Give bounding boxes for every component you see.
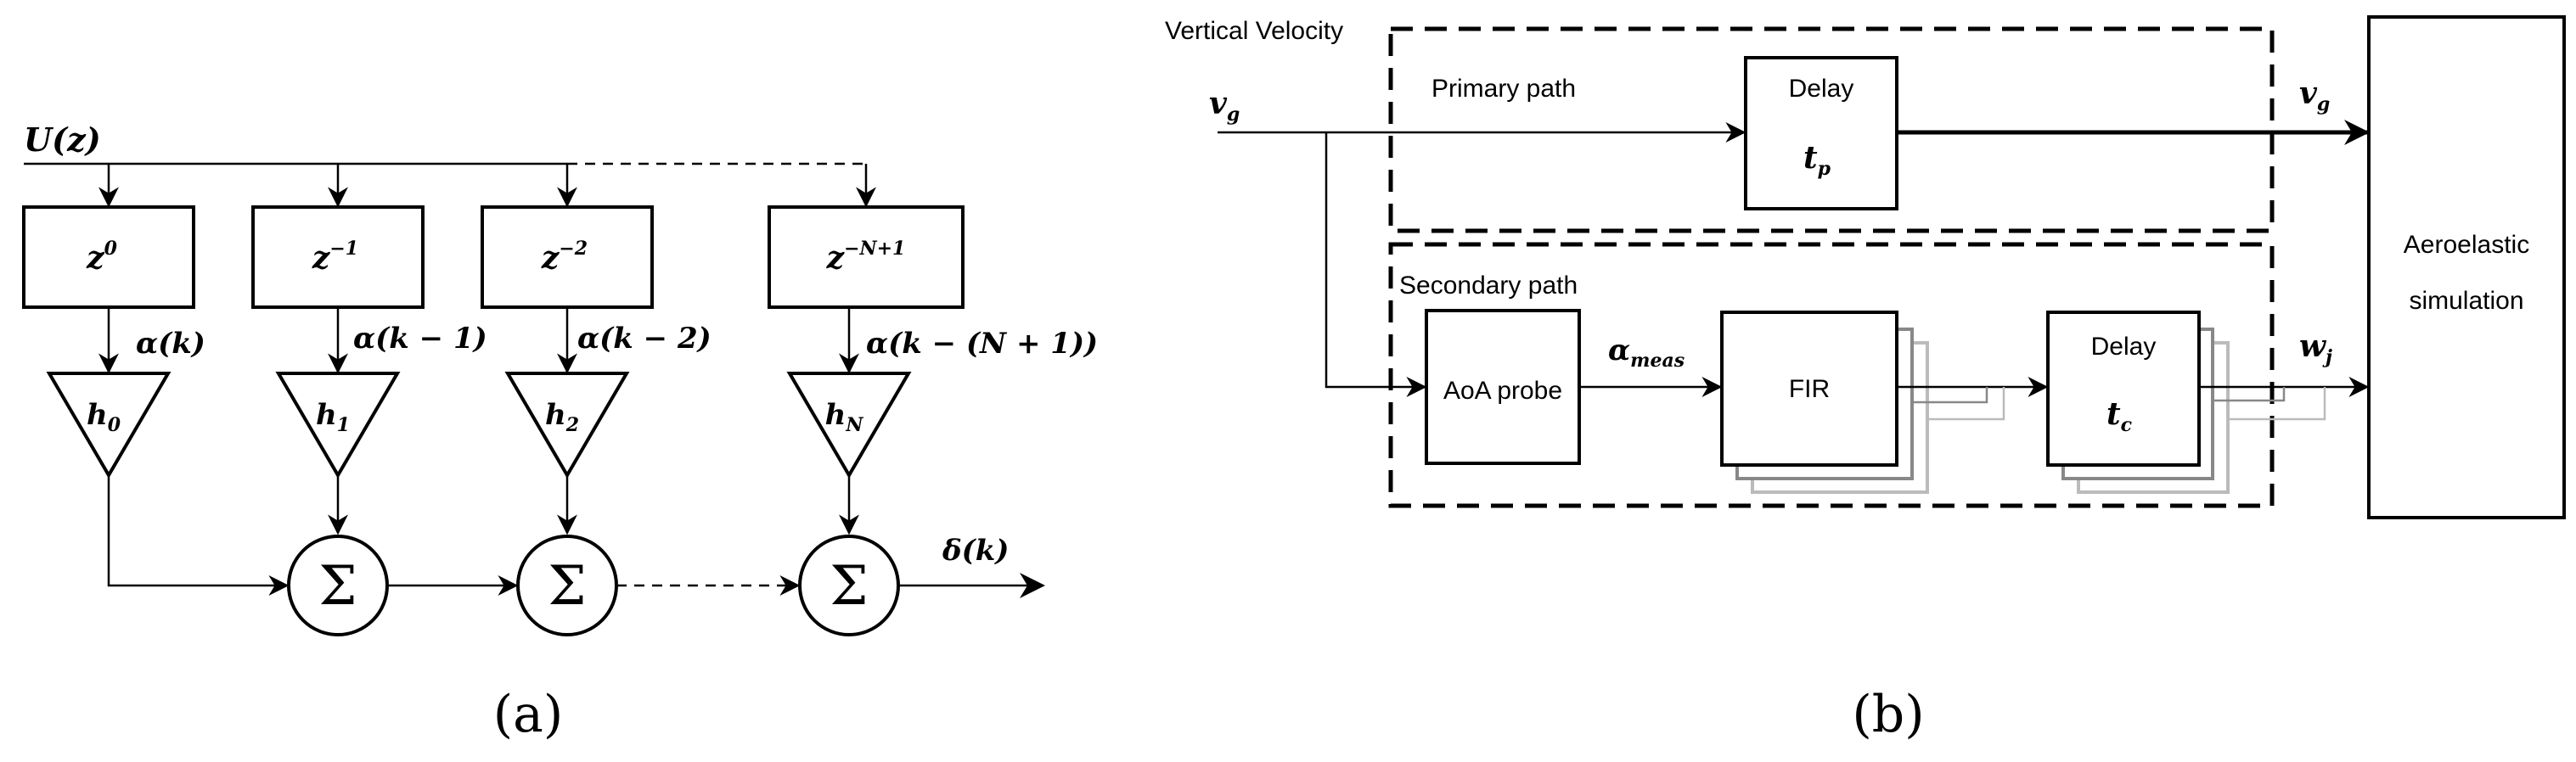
delay-primary-title: Delay <box>1789 75 1854 103</box>
output-label-delta: δ(k) <box>942 534 1009 568</box>
aoa-probe-label: AoA probe <box>1443 377 1562 405</box>
delay-secondary-tc: tc <box>2106 396 2133 436</box>
gain-hn <box>786 372 912 479</box>
delay-box-zn <box>768 205 965 309</box>
gain-label-h2: h2 <box>545 398 579 436</box>
delay-primary-box <box>1744 56 1898 210</box>
fir-connector-2 <box>1912 387 1988 404</box>
delay-box-z0 <box>22 205 195 309</box>
fir-box <box>1720 311 1898 467</box>
delay-label-z0: z0 <box>86 238 117 276</box>
secondary-path-region <box>1388 242 2275 508</box>
delay-secondary-box <box>2046 311 2201 467</box>
vg-to-aoa-line <box>1325 132 1427 397</box>
primary-path-label: Primary path <box>1431 75 1576 103</box>
gain-h2 <box>504 372 630 479</box>
alpha-label-0: α(k) <box>136 327 205 361</box>
secondary-path-label: Secondary path <box>1399 272 1578 300</box>
aoa-probe-box <box>1425 309 1581 465</box>
input-label-vg: vg <box>1209 86 1240 126</box>
alpha-label-2: α(k − 2) <box>577 322 711 356</box>
delay-box-z1 <box>251 205 425 309</box>
sum-symbol-n: Σ <box>830 555 868 618</box>
panel-b: Vertical Velocity Primary path Secondary… <box>1165 15 2566 744</box>
h0-to-sum1 <box>107 475 290 596</box>
caption-b: (b) <box>1852 685 1924 744</box>
alpha-label-n: α(k − (N + 1)) <box>866 327 1098 361</box>
fir-label: FIR <box>1789 375 1830 403</box>
input-label-uz: U(z) <box>24 120 101 159</box>
delay-label-z1: z−1 <box>312 238 358 276</box>
delay-connector-2 <box>2213 387 2286 402</box>
gain-label-h1: h1 <box>316 398 350 436</box>
sum-symbol-2: Σ <box>548 555 586 618</box>
output-label-vg: vg <box>2299 76 2330 115</box>
delay-label-z2: z−2 <box>541 238 588 276</box>
gain-h0 <box>46 372 172 479</box>
sum-symbol-1: Σ <box>318 555 357 618</box>
gain-label-h0: h0 <box>87 398 121 436</box>
fir-connector-3 <box>1927 387 2005 421</box>
alpha-label-1: α(k − 1) <box>353 322 487 356</box>
delay-connector-3 <box>2228 387 2326 421</box>
delay-secondary-title: Delay <box>2091 333 2157 361</box>
output-label-wj: wj <box>2299 328 2332 368</box>
alpha-meas-label: αmeas <box>1608 333 1685 372</box>
aeroelastic-simulation-box <box>2367 15 2566 519</box>
gain-h1 <box>275 372 401 479</box>
vertical-velocity-label: Vertical Velocity <box>1165 17 1343 45</box>
simulation-label-line1: Aeroelastic <box>2404 231 2529 259</box>
delay-primary-tp: tp <box>1803 140 1831 180</box>
delay-label-zn: z−N+1 <box>826 238 906 276</box>
gain-label-hn: hN <box>825 398 864 436</box>
panel-a: U(z) z0 z−1 z−2 z−N+1 α(k) α(k − 1) α(k … <box>22 120 1098 744</box>
caption-a: (a) <box>493 685 564 744</box>
simulation-label-line2: simulation <box>2409 287 2523 315</box>
